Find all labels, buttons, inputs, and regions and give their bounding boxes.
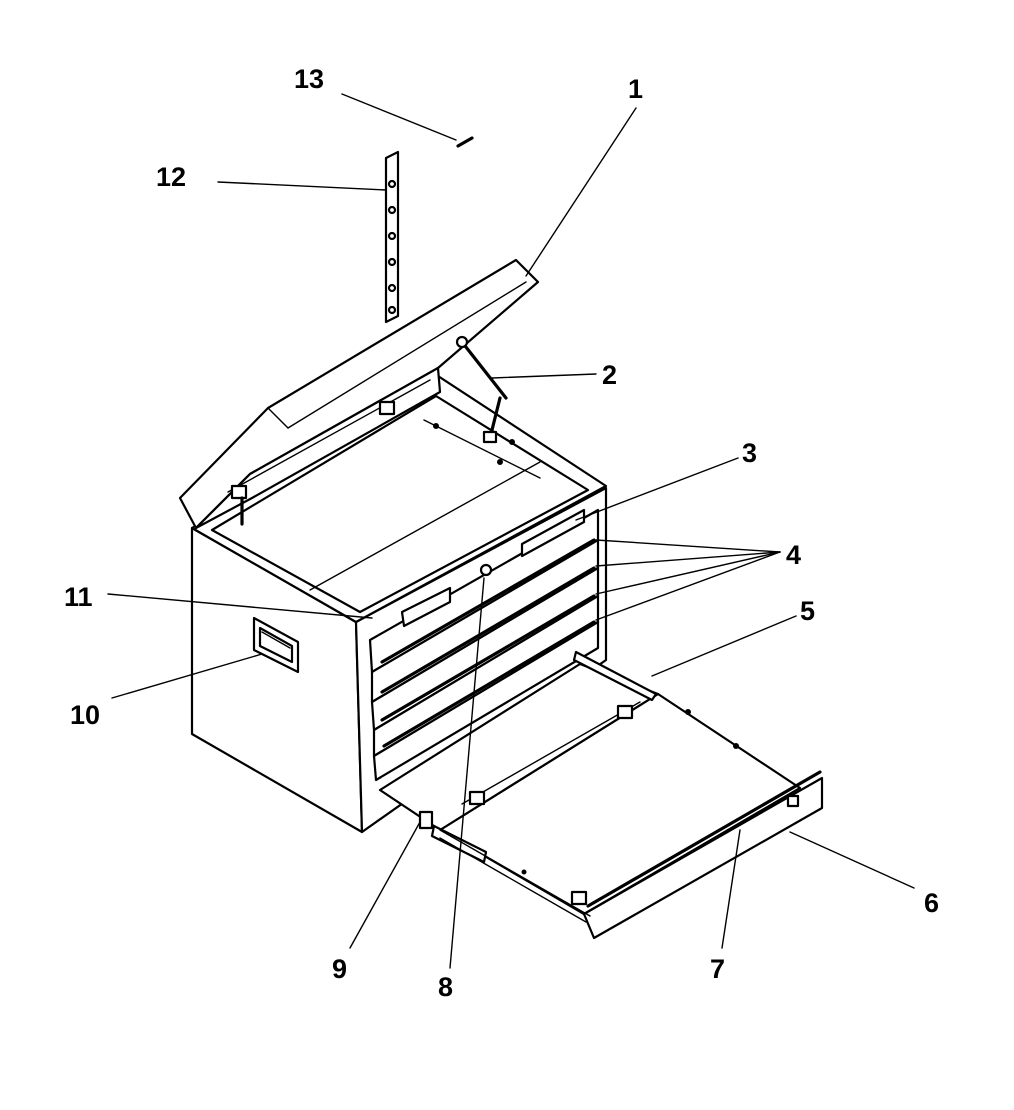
callout-12: 12	[156, 162, 186, 192]
drawer-front	[372, 620, 600, 782]
tray-rivet	[497, 459, 503, 465]
drawer-slide	[430, 824, 488, 864]
drawer-front-panel	[582, 776, 824, 940]
leader-4b	[595, 551, 781, 567]
front-label	[400, 586, 452, 628]
leader-12	[217, 181, 387, 191]
small-pin	[456, 136, 474, 148]
lid-hinge	[378, 400, 396, 416]
leader-13	[341, 93, 457, 141]
callout-labels: 1 2 3 4 5 6 7 8 9 10 11 12 13	[64, 64, 939, 1002]
callout-6: 6	[924, 888, 939, 918]
leader-11	[107, 593, 373, 619]
drawer-tab	[468, 790, 486, 806]
drawer-tab	[616, 704, 634, 720]
leader-3	[575, 457, 739, 521]
callout-2: 2	[602, 360, 617, 390]
nameplate	[520, 508, 586, 558]
lid-hinge	[230, 484, 248, 500]
tray-inner-edge	[423, 419, 541, 479]
chest-lid	[178, 258, 540, 530]
callout-4: 4	[786, 540, 801, 570]
socket-rail	[384, 150, 400, 324]
leader-7	[721, 829, 741, 949]
leader-5	[651, 615, 797, 677]
leader-1	[525, 107, 637, 277]
leader-4d	[595, 551, 781, 621]
callout-3: 3	[742, 438, 757, 468]
leader-2	[491, 373, 597, 379]
leader-lines	[107, 93, 915, 969]
callout-9: 9	[332, 954, 347, 984]
callout-8: 8	[438, 972, 453, 1002]
open-drawer	[378, 650, 824, 940]
drawer-tab	[786, 794, 800, 808]
lid-support-strut	[455, 335, 508, 444]
side-handle	[252, 616, 300, 674]
callout-11: 11	[64, 582, 93, 612]
leader-10	[111, 653, 263, 699]
drawer-slide	[572, 650, 658, 702]
drawer-tab	[570, 890, 588, 906]
tray-rivet	[509, 439, 515, 445]
leader-9	[349, 821, 421, 949]
leader-4a	[595, 539, 781, 553]
callout-13: 13	[294, 64, 324, 94]
lock-cylinder	[479, 563, 493, 577]
tray-rivet	[433, 423, 439, 429]
callout-7: 7	[710, 954, 725, 984]
callout-1: 1	[628, 74, 643, 104]
leader-8	[449, 577, 485, 969]
tray-divider	[309, 461, 541, 591]
drawer-bracket	[418, 810, 434, 830]
leader-4c	[595, 551, 781, 595]
chest-tray-opening	[210, 394, 590, 614]
callout-5: 5	[800, 596, 815, 626]
drawer-stack	[368, 508, 600, 782]
callout-10: 10	[70, 700, 100, 730]
leader-6	[789, 831, 915, 889]
